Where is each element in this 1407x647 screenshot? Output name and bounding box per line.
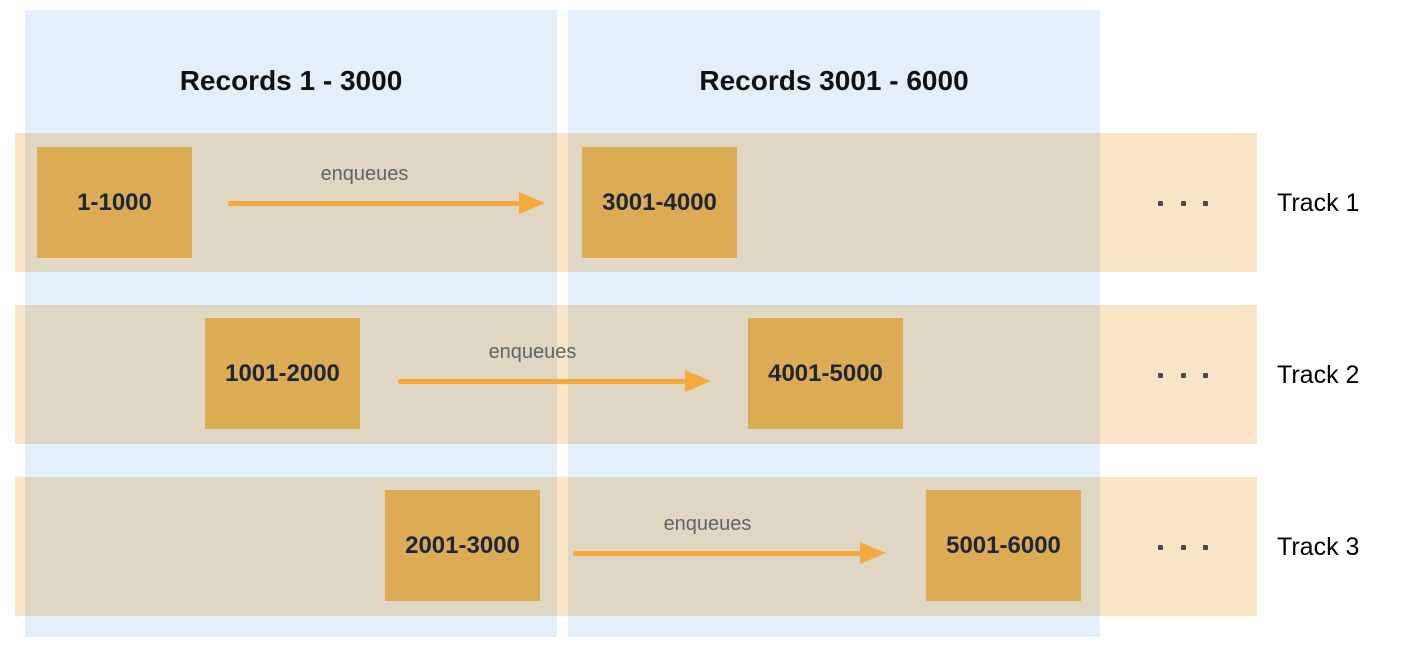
track-label: Track 1	[1277, 189, 1360, 217]
arrow-head-icon	[860, 542, 886, 564]
ellipsis-icon	[1158, 372, 1208, 378]
record-batch-range: 1001-2000	[225, 359, 340, 387]
column-title: Records 3001 - 6000	[699, 65, 969, 96]
arrow-line	[228, 192, 545, 214]
dot	[1180, 372, 1186, 378]
record-batch-box: 3001-4000	[582, 147, 737, 258]
record-batch-range: 4001-5000	[768, 359, 883, 387]
arrow-head-icon	[685, 370, 711, 392]
dot	[1158, 200, 1163, 206]
track-label: Track 2	[1277, 361, 1360, 389]
record-batch-range: 2001-3000	[405, 531, 520, 559]
record-batch-range: 3001-4000	[602, 188, 717, 216]
arrow-shaft	[573, 550, 860, 556]
record-batch-box: 1-1000	[37, 147, 192, 258]
arrow-line	[573, 542, 886, 564]
dot	[1203, 372, 1208, 378]
ellipsis-icon	[1158, 200, 1208, 206]
record-batch-range: 5001-6000	[946, 531, 1061, 559]
record-batch-range: 1-1000	[77, 188, 152, 216]
track-label: Track 3	[1277, 533, 1360, 561]
dot	[1158, 372, 1163, 378]
enqueues-arrow: enqueues	[228, 163, 545, 214]
arrow-head-icon	[519, 192, 545, 214]
arrow-label: enqueues	[663, 513, 752, 535]
arrow-label: enqueues	[488, 341, 577, 363]
dot	[1180, 544, 1186, 550]
record-batch-box: 1001-2000	[205, 318, 360, 429]
arrow-line	[398, 370, 711, 392]
enqueues-arrow: enqueues	[573, 513, 886, 564]
dot	[1180, 200, 1186, 206]
ellipsis-icon	[1158, 544, 1208, 550]
record-batch-box: 2001-3000	[385, 490, 540, 601]
arrow-shaft	[398, 378, 685, 384]
column-title: Records 1 - 3000	[179, 65, 403, 96]
enqueues-arrow: enqueues	[398, 341, 711, 392]
arrow-shaft	[228, 200, 519, 206]
dot	[1203, 544, 1208, 550]
dot	[1203, 200, 1208, 206]
arrow-label: enqueues	[320, 163, 409, 185]
record-batch-box: 5001-6000	[926, 490, 1081, 601]
dot	[1158, 544, 1163, 550]
record-batch-box: 4001-5000	[748, 318, 903, 429]
